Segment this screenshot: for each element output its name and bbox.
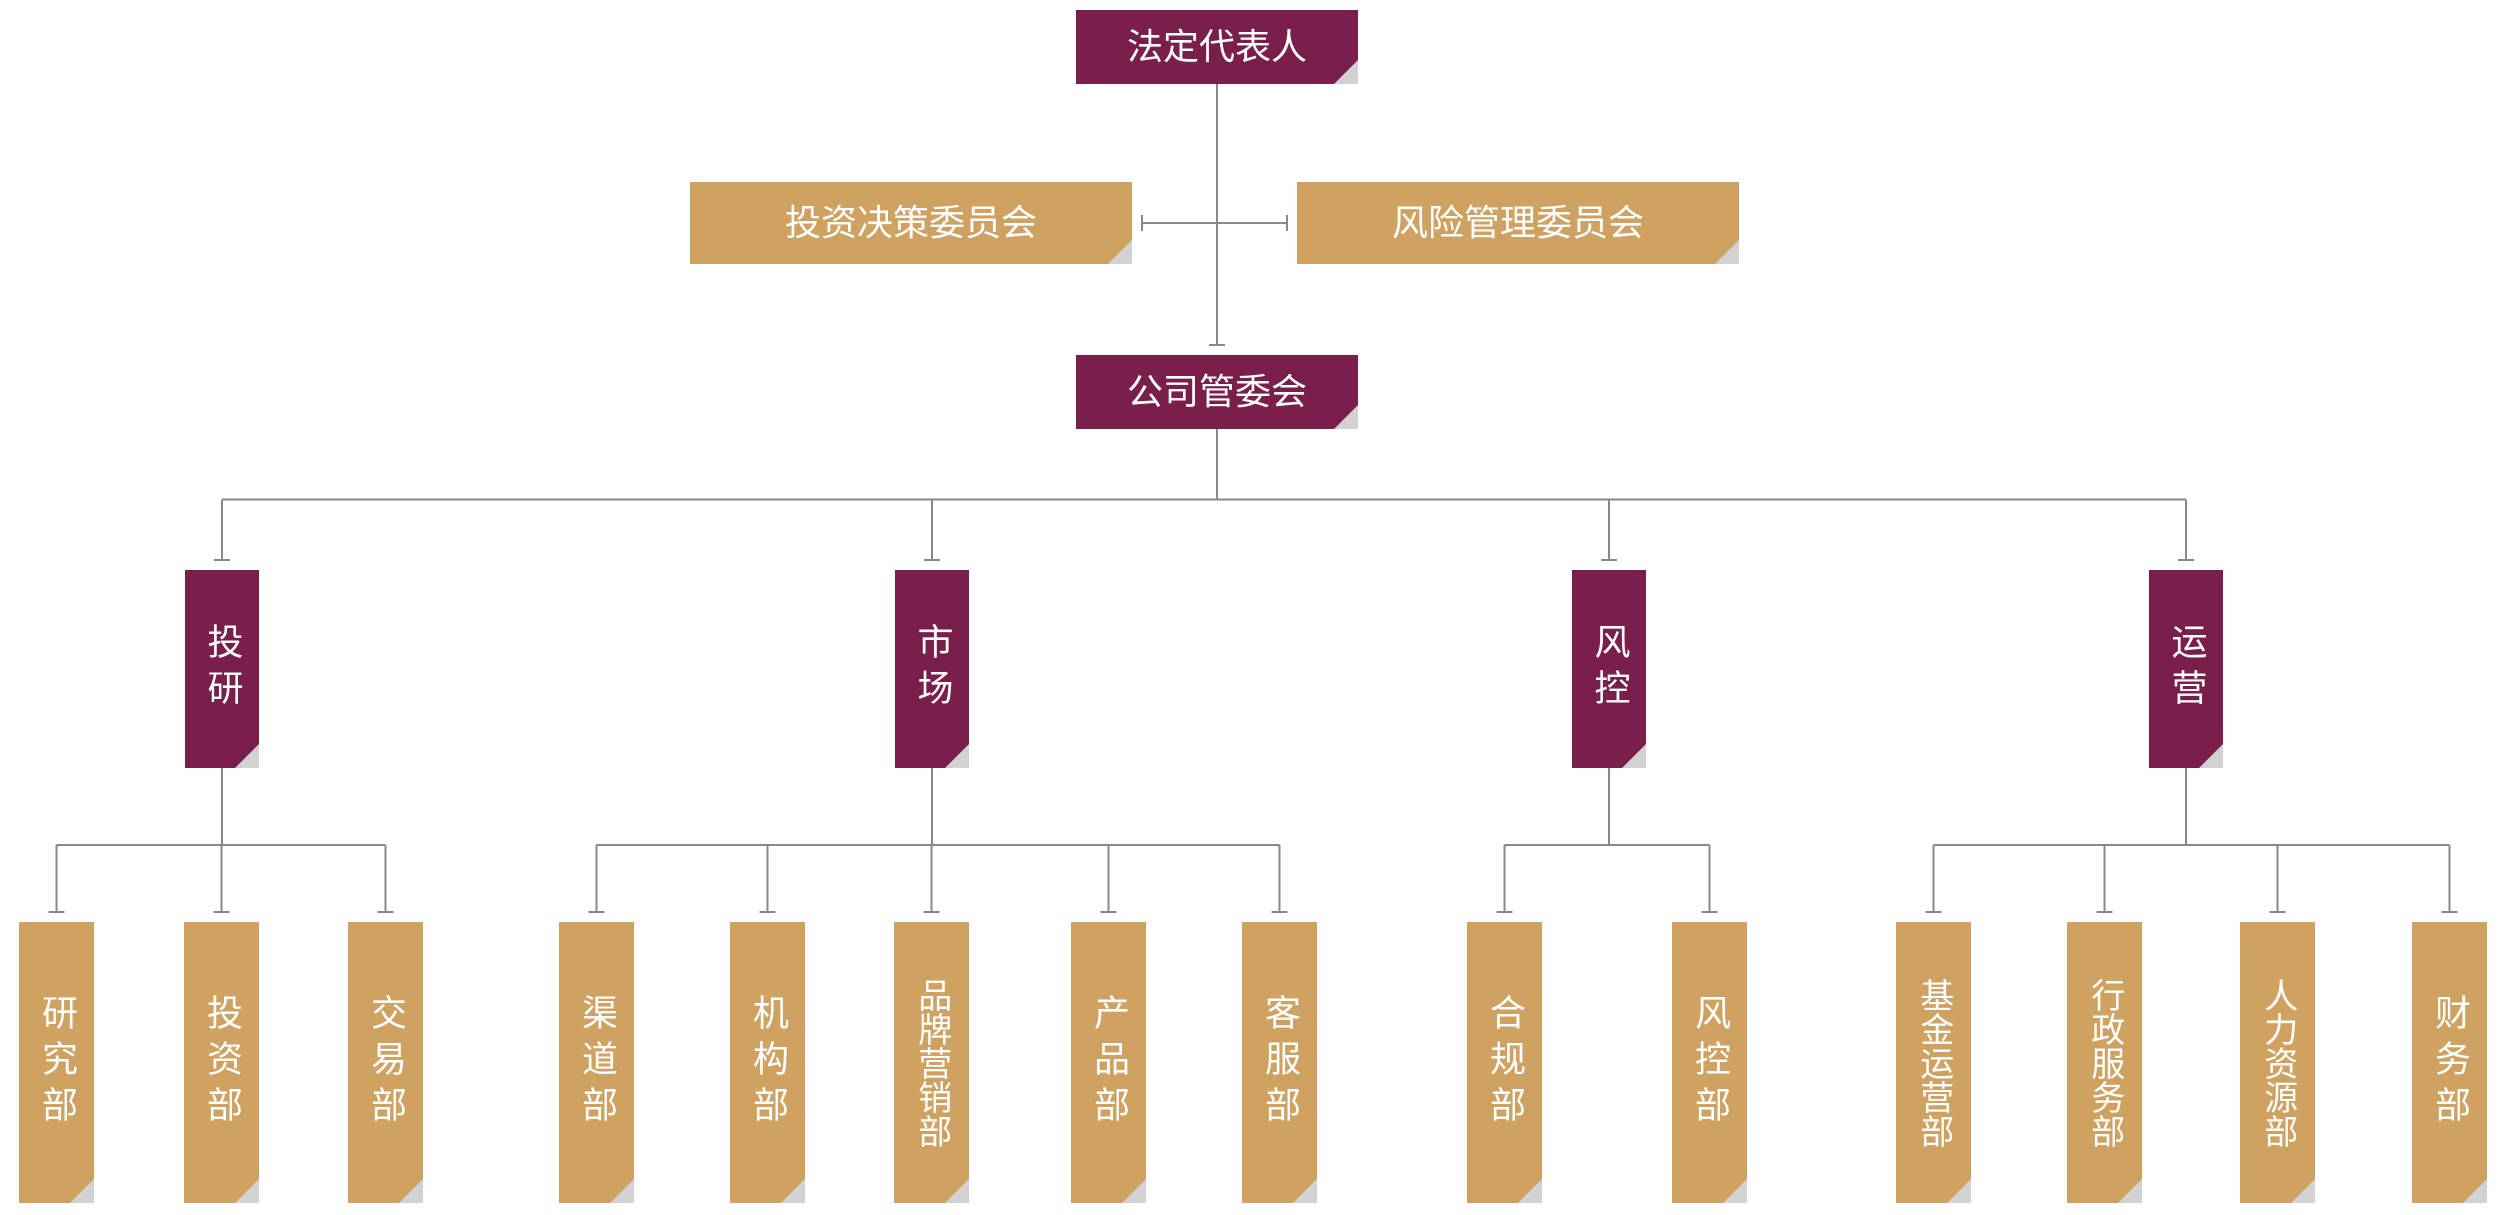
fold-corner <box>781 1179 805 1203</box>
node-dept-channel: 渠道部 <box>559 922 634 1203</box>
fold-corner <box>2199 744 2223 768</box>
node-label: 行政服务部 <box>2084 977 2125 1148</box>
node-dept-hr: 人力资源部 <box>2240 922 2315 1203</box>
node-dept-brand: 品牌营销部 <box>894 922 969 1203</box>
fold-corner <box>70 1179 94 1203</box>
fold-corner <box>235 1179 259 1203</box>
fold-corner <box>235 744 259 768</box>
node-label: 研究部 <box>36 993 77 1132</box>
node-dept-trading: 交易部 <box>348 922 423 1203</box>
node-dept-institution: 机构部 <box>730 922 805 1203</box>
node-label: 法定代表人 <box>1126 26 1307 68</box>
node-label: 基金运营部 <box>1913 977 1954 1148</box>
node-div-research: 投研 <box>185 570 259 768</box>
node-label: 财务部 <box>2429 993 2470 1132</box>
node-dept-admin: 行政服务部 <box>2067 922 2142 1203</box>
node-dept-finance: 财务部 <box>2412 922 2487 1203</box>
node-legal-rep: 法定代表人 <box>1076 10 1358 84</box>
fold-corner <box>1293 1179 1317 1203</box>
node-label: 风险管理委员会 <box>1391 202 1644 244</box>
node-label: 运营 <box>2165 623 2207 715</box>
node-div-risk: 风控 <box>1572 570 1646 768</box>
node-label: 品牌营销部 <box>911 977 952 1148</box>
node-dept-investment: 投资部 <box>184 922 259 1203</box>
node-dept-product: 产品部 <box>1071 922 1146 1203</box>
node-div-ops: 运营 <box>2149 570 2223 768</box>
fold-corner <box>1715 240 1739 264</box>
fold-corner <box>1518 1179 1542 1203</box>
node-dept-riskctl: 风控部 <box>1672 922 1747 1203</box>
node-label: 机构部 <box>747 993 788 1132</box>
fold-corner <box>610 1179 634 1203</box>
node-label: 投研 <box>201 623 243 715</box>
node-label: 交易部 <box>365 993 406 1132</box>
node-label: 公司管委会 <box>1126 371 1307 413</box>
node-dept-service: 客服部 <box>1242 922 1317 1203</box>
node-label: 合规部 <box>1484 993 1525 1132</box>
fold-corner <box>1723 1179 1747 1203</box>
fold-corner <box>945 744 969 768</box>
fold-corner <box>1108 240 1132 264</box>
node-dept-research: 研究部 <box>19 922 94 1203</box>
node-label: 客服部 <box>1259 993 1300 1132</box>
node-div-market: 市场 <box>895 570 969 768</box>
node-dept-fundops: 基金运营部 <box>1896 922 1971 1203</box>
fold-corner <box>1334 405 1358 429</box>
node-risk-committee: 风险管理委员会 <box>1297 182 1739 264</box>
fold-corner <box>2291 1179 2315 1203</box>
fold-corner <box>1947 1179 1971 1203</box>
node-mgmt-committee: 公司管委会 <box>1076 355 1358 429</box>
fold-corner <box>2463 1179 2487 1203</box>
node-inv-committee: 投资决策委员会 <box>690 182 1132 264</box>
node-label: 人力资源部 <box>2257 977 2298 1148</box>
node-label: 产品部 <box>1088 993 1129 1132</box>
fold-corner <box>399 1179 423 1203</box>
node-label: 渠道部 <box>576 993 617 1132</box>
node-dept-compliance: 合规部 <box>1467 922 1542 1203</box>
node-label: 风控 <box>1588 623 1630 715</box>
fold-corner <box>945 1179 969 1203</box>
fold-corner <box>1622 744 1646 768</box>
fold-corner <box>1122 1179 1146 1203</box>
node-label: 投资部 <box>201 993 242 1132</box>
node-label: 投资决策委员会 <box>784 202 1037 244</box>
node-label: 市场 <box>911 623 953 715</box>
node-label: 风控部 <box>1689 993 1730 1132</box>
fold-corner <box>1334 60 1358 84</box>
fold-corner <box>2118 1179 2142 1203</box>
